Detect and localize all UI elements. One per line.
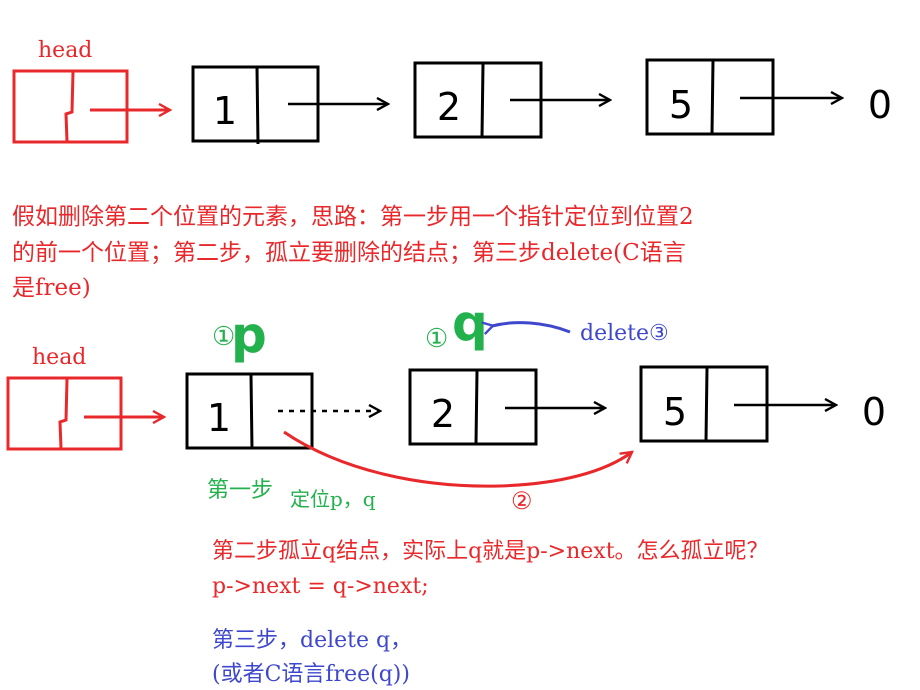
bottom-head-box — [6, 376, 123, 451]
step2-line-2: p->next = q->next; — [212, 574, 429, 599]
delete-label: delete③ — [580, 321, 669, 346]
p-pointer-label: p — [231, 306, 267, 364]
step3-line-1: 第三步，delete q， — [212, 628, 412, 653]
description-text: 假如删除第二个位置的元素，思路：第一步用一个指针定位到位置2 的前一个位置；第二… — [12, 204, 694, 301]
top-linked-list: head 1 2 5 0 — [12, 38, 892, 145]
bottom-head-label: head — [32, 345, 86, 370]
top-node-5-value: 5 — [669, 83, 693, 127]
q-step-marker: ① — [425, 324, 448, 354]
top-node-2-value: 2 — [437, 85, 461, 129]
top-null-terminator: 0 — [868, 83, 892, 127]
bottom-linked-list: head ① p 1 ① q delete③ 2 — [6, 294, 886, 515]
bottom-node-2-value: 2 — [431, 392, 455, 436]
top-node-1: 1 — [191, 65, 320, 145]
q-pointer-label: q — [452, 294, 488, 352]
delete-arrow — [492, 321, 571, 332]
bottom-node-1: 1 — [185, 372, 314, 450]
p-step-marker: ① — [212, 322, 235, 352]
description-line-1: 假如删除第二个位置的元素，思路：第一步用一个指针定位到位置2 — [12, 204, 694, 230]
bypass-arrow — [283, 430, 632, 488]
description-line-3: 是free) — [12, 275, 91, 301]
top-head-box — [12, 69, 129, 144]
top-node-1-value: 1 — [213, 89, 237, 133]
step3-line-2: (或者C语言free(q)) — [212, 662, 410, 687]
steps-text: 第一步 定位p，q 第二步孤立q结点，实际上q就是p->next。怎么孤立呢？ … — [207, 478, 769, 687]
bottom-node-1-value: 1 — [207, 396, 231, 440]
description-line-2: 的前一个位置；第二步，孤立要删除的结点；第三步delete(C语言 — [12, 240, 686, 266]
step2-line-1: 第二步孤立q结点，实际上q就是p->next。怎么孤立呢？ — [212, 539, 769, 564]
bottom-node-5-value: 5 — [663, 390, 687, 434]
top-head-label: head — [38, 38, 92, 63]
step1-detail: 定位p，q — [290, 487, 376, 511]
bypass-step-marker: ② — [511, 487, 533, 515]
bottom-null-terminator: 0 — [862, 390, 886, 434]
step1-title: 第一步 — [207, 478, 273, 503]
